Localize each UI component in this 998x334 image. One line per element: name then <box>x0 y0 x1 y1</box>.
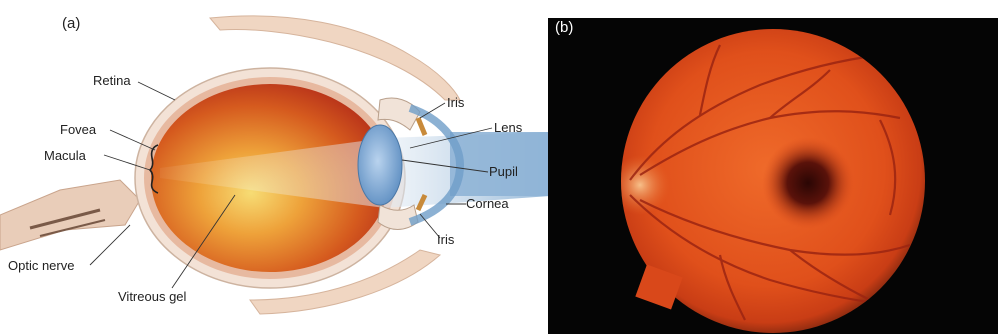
label-vitreous-gel: Vitreous gel <box>118 290 186 303</box>
eye-diagram <box>0 16 550 314</box>
label-lens: Lens <box>494 121 522 134</box>
label-retina: Retina <box>93 74 131 87</box>
macula-dark <box>762 137 854 229</box>
label-fovea: Fovea <box>60 123 96 136</box>
iris-top-shape <box>418 118 425 135</box>
panel-b-tag: (b) <box>555 20 573 35</box>
optic-nerve-shape <box>0 180 140 250</box>
label-pupil: Pupil <box>489 165 518 178</box>
panel-a-tag: (a) <box>62 16 80 31</box>
label-iris-top: Iris <box>447 96 464 109</box>
lens-shape <box>358 125 402 205</box>
label-macula: Macula <box>44 149 86 162</box>
label-iris-bottom: Iris <box>437 233 454 246</box>
label-cornea: Cornea <box>466 197 509 210</box>
label-optic-nerve: Optic nerve <box>8 259 74 272</box>
fundus-photo <box>548 18 998 334</box>
